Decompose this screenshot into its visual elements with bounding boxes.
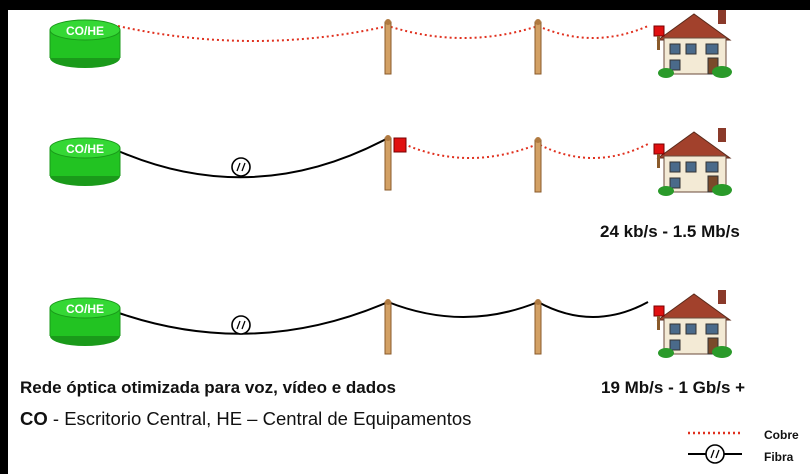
- caption-definition-text: - Escritorio Central, HE – Central de Eq…: [47, 408, 472, 429]
- row-2-copper: [403, 142, 649, 159]
- caption-main: Rede óptica otimizada para voz, vídeo e …: [20, 378, 396, 397]
- co-he-label-1: CO/HE: [65, 24, 104, 38]
- fiber-symbol-2: [231, 157, 251, 177]
- legend-fiber-label: Fibra: [764, 450, 794, 464]
- co-he-label-3: CO/HE: [65, 302, 104, 316]
- house-2: [653, 127, 733, 197]
- utility-pole-1a: [384, 18, 392, 75]
- legend-fiber-symbol: [688, 444, 742, 464]
- caption-abbr-co: CO: [20, 408, 48, 429]
- row-3-fiber: [115, 300, 649, 335]
- node-box-2: [393, 137, 407, 153]
- speed-label-row-3: 19 Mb/s - 1 Gb/s +: [601, 378, 746, 397]
- row-2-fiber: [115, 137, 389, 179]
- network-diagram: [49, 10, 742, 464]
- house-1: [653, 10, 733, 79]
- legend-copper-label: Cobre: [764, 428, 799, 442]
- fiber-symbol-3: [231, 315, 251, 335]
- diagram-frame: CO/HE CO/HE CO/HE 24 kb/s - 1.5 Mb/s 19 …: [8, 10, 810, 474]
- utility-pole-3b: [534, 298, 542, 355]
- house-3: [653, 289, 733, 359]
- utility-pole-2b: [534, 136, 542, 193]
- utility-pole-1b: [534, 18, 542, 75]
- utility-pole-3a: [384, 298, 392, 355]
- co-he-label-2: CO/HE: [65, 142, 104, 156]
- caption-definition: CO - Escritorio Central, HE – Central de…: [20, 408, 471, 430]
- utility-pole-2a: [384, 134, 392, 191]
- speed-label-row-2: 24 kb/s - 1.5 Mb/s: [600, 222, 740, 241]
- row-1-copper: [117, 24, 649, 42]
